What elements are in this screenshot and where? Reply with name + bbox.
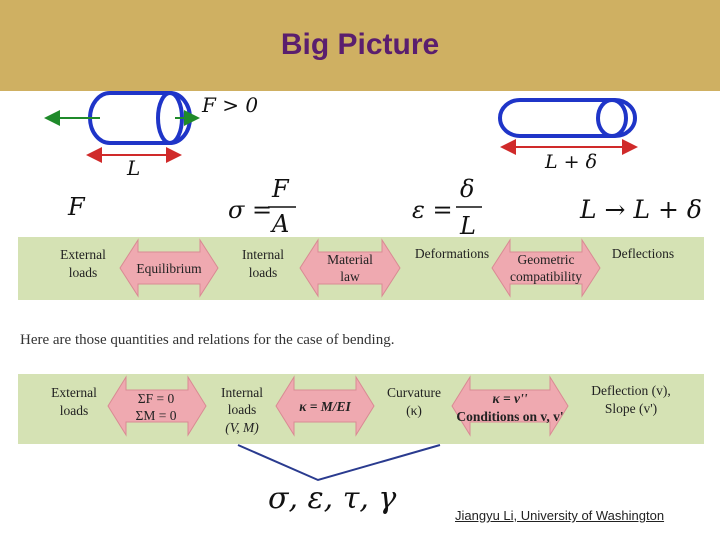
length-label-right: L + δ: [544, 151, 597, 173]
right-cylinder: [498, 98, 637, 138]
row2-box3-line2: (κ): [406, 403, 422, 418]
row1-arrow2-line2: law: [340, 269, 360, 284]
row2-arrow3: [451, 375, 569, 437]
row1-box1-line1: External: [60, 247, 106, 262]
stress-denominator: A: [270, 210, 289, 238]
row1-box2: Internal loads: [242, 247, 284, 280]
row1-arrow3-line2: compatibility: [510, 269, 582, 284]
row2-arrow1-line2: ΣM = 0: [136, 408, 177, 423]
row2-box1-line2: loads: [60, 403, 89, 418]
row1-box2-line2: loads: [249, 265, 278, 280]
row2-box4-line2: Slope (v'): [605, 401, 657, 416]
row1-arrow3-line1: Geometric: [518, 252, 575, 267]
row1-arrow2-line1: Material: [327, 252, 373, 267]
row1-box1: External loads: [60, 247, 106, 280]
length-label-left: L: [126, 156, 140, 180]
bottom-bracket: [237, 444, 441, 482]
row2-arrow1-line1: ΣF = 0: [138, 391, 175, 406]
left-cylinder: [88, 91, 192, 145]
row1-arrow1-label: Equilibrium: [136, 261, 202, 276]
strain-denominator: L: [459, 212, 476, 240]
row1-box3: Deformations: [415, 246, 489, 261]
row2-box2-line3: (V, M): [225, 420, 259, 435]
row1-box4: Deflections: [612, 246, 674, 261]
row2-box4-line1: Deflection (v),: [591, 383, 670, 398]
row2-box1: External loads: [51, 385, 97, 418]
stress-lhs: σ =: [228, 196, 272, 224]
credit-link[interactable]: Jiangyu Li, University of Washington: [455, 508, 665, 523]
row2-box2: Internal loads (V, M): [221, 385, 263, 435]
length-change-eq: L → L + δ: [579, 195, 702, 224]
row1-box2-line1: Internal: [242, 247, 284, 262]
row2-box1-line1: External: [51, 385, 97, 400]
row2-arrow2: [275, 375, 375, 437]
row1-box1-line2: loads: [69, 265, 98, 280]
row1-arrow1: [119, 238, 219, 298]
strain-lhs: ε =: [412, 196, 453, 224]
bottom-symbols: σ, ε, τ, γ: [268, 481, 396, 516]
row2-arrow2-label: κ = M/EI: [299, 399, 351, 414]
row2-arrow1: [107, 375, 207, 437]
row2-arrow3-line2: Conditions on v, v': [456, 409, 563, 424]
stress-numerator: F: [271, 175, 290, 203]
row2-box3-line1: Curvature: [387, 385, 441, 400]
intro-text: Here are those quantities and relations …: [20, 332, 395, 348]
row1-arrow2: [299, 238, 401, 298]
strain-numerator: δ: [460, 175, 474, 203]
row2-box2-line2: loads: [228, 402, 257, 417]
force-symbol: F: [67, 193, 86, 221]
row1-arrow3: [491, 238, 601, 298]
row2-arrow3-line1: κ = v'': [492, 391, 527, 406]
force-condition-label: F > 0: [201, 93, 258, 117]
row2-box3: Curvature (κ): [387, 385, 441, 418]
header-bar: [0, 0, 720, 91]
page-title: Big Picture: [280, 28, 440, 61]
row2-box2-line1: Internal: [221, 385, 263, 400]
row2-box4: Deflection (v), Slope (v'): [591, 383, 670, 416]
